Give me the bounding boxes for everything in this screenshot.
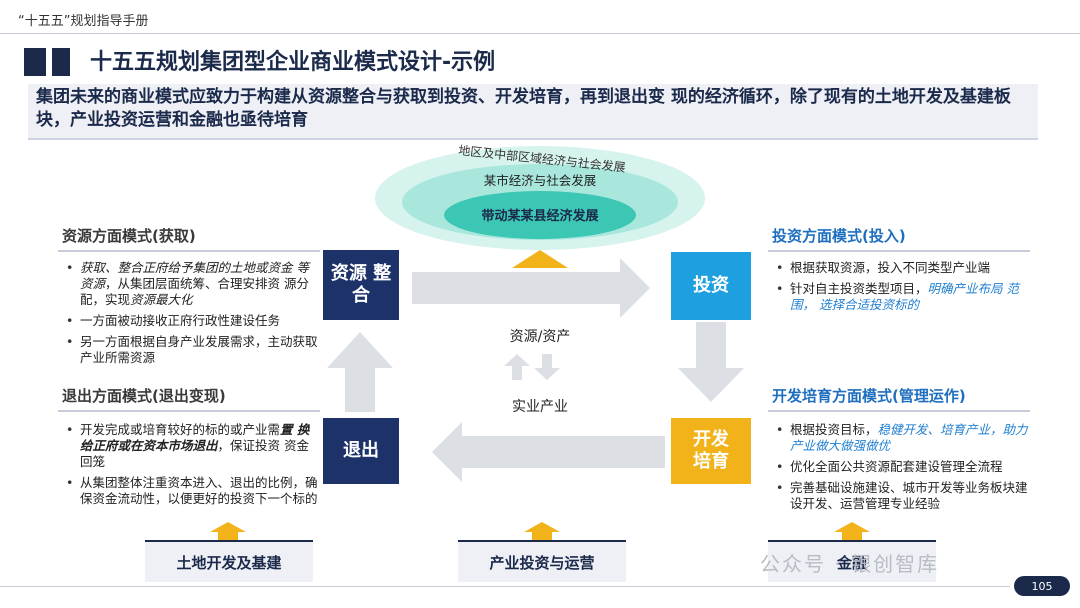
invest-box: 投资 [671, 252, 751, 320]
bullet-text: 开发完成或培育较好的标的或产业需 [80, 422, 281, 437]
watermark: 公众号 · 银创智库 [760, 552, 940, 576]
develop-box: 开发 培育 [671, 418, 751, 484]
ellipse-middle-label: 某市经济与社会发展 [483, 173, 597, 188]
right-bottom-section-title: 开发培育方面模式(管理运作) [772, 387, 966, 405]
small-up-arrow [504, 354, 530, 380]
emphasis-text: 资源最大化 [130, 292, 193, 307]
up-arrow-bottom-3 [834, 522, 870, 540]
center-label-industry: 实业产业 [512, 399, 568, 415]
arrow-invest-to-develop [678, 322, 744, 402]
subtitle-banner [28, 84, 1038, 140]
bullet-item: 根据获取资源，投入不同类型产业端 [772, 260, 1030, 276]
left-bottom-section-title: 退出方面模式(退出变现) [62, 387, 226, 405]
arrow-resource-to-invest [412, 258, 650, 318]
section-divider [768, 410, 1030, 412]
bullet-item: 从集团整体注重资本进入、退出的比例，确保资金流动性，以便更好的投资下一个标的 [62, 475, 318, 507]
header-divider [0, 33, 1080, 34]
resource-integration-box: 资源 整合 [323, 250, 399, 320]
bottom-box-finance: 金融 [768, 540, 936, 582]
bullet-item: 针对自主投资类型项目，明确产业布局 范围， 选择合适投资标的 [772, 281, 1030, 313]
up-arrow-bottom-2 [524, 522, 560, 540]
bullet-text: ，保证投资 资金回笼 [80, 438, 309, 469]
right-bottom-bullets: 根据投资目标，稳健开发、培育产业，助力产业做大做强做优 优化全面公共资源配套建设… [772, 422, 1030, 517]
bullet-item: 优化全面公共资源配套建设管理全流程 [772, 459, 1030, 475]
title-bar-block [52, 48, 70, 76]
left-bottom-bullets: 开发完成或培育较好的标的或产业需置 换给正府或在资本市场退出，保证投资 资金回笼… [62, 422, 318, 512]
page-title: 十五五规划集团型企业商业模式设计-示例 [90, 50, 496, 75]
ellipse-inner-label: 带动某某县经济发展 [481, 209, 599, 224]
page-number: 105 [1014, 576, 1070, 596]
section-divider [58, 250, 320, 252]
emphasis-text: 明确产业布局 范围， 选择合适投资标的 [790, 281, 1019, 312]
bottom-box-land: 土地开发及基建 [145, 540, 313, 582]
inner-ellipse [444, 191, 636, 239]
center-label-assets: 资源/资产 [509, 329, 571, 345]
up-arrow-bottom-1 [210, 522, 246, 540]
up-arrow-ellipse [512, 250, 568, 268]
right-top-section-title: 投资方面模式(投入) [772, 227, 906, 245]
arrow-exit-to-resource [327, 332, 393, 412]
bullet-item: 一方面被动接收正府行政性建设任务 [62, 313, 318, 329]
right-top-bullets: 根据获取资源，投入不同类型产业端 针对自主投资类型项目，明确产业布局 范围， 选… [772, 260, 1030, 318]
bullet-item: 完善基础设施建设、城市开发等业务板块建设开发、运营管理专业经验 [772, 480, 1030, 512]
page-subtitle: 集团未来的商业模式应致力于构建从资源整合与获取到投资、开发培育，再到退出变 现的… [36, 87, 1011, 130]
bullet-item: 根据投资目标，稳健开发、培育产业，助力产业做大做强做优 [772, 422, 1030, 454]
document-header: “十五五”规划指导手册 [18, 14, 149, 29]
small-down-arrow [534, 354, 560, 380]
section-divider [58, 410, 320, 412]
bottom-box-industry: 产业投资与运营 [458, 540, 626, 582]
bullet-item: 获取、整合正府给予集团的土地或资金 等资源，从集团层面统筹、合理安排资 源分配，… [62, 260, 318, 308]
bullet-text: ，从集团层面统筹、合理安排资 源分配，实现 [80, 276, 309, 307]
emphasis-text: 置 换给正府或在资本市场退出 [80, 422, 310, 453]
bullet-text: 针对自主投资类型项目， [790, 281, 928, 296]
bullet-item: 开发完成或培育较好的标的或产业需置 换给正府或在资本市场退出，保证投资 资金回笼 [62, 422, 318, 470]
emphasis-text: 稳健开发、培育产业，助力产业做大做强做优 [790, 422, 1028, 453]
section-divider [768, 250, 1030, 252]
left-top-bullets: 获取、整合正府给予集团的土地或资金 等资源，从集团层面统筹、合理安排资 源分配，… [62, 260, 318, 371]
title-bar-block [24, 48, 46, 76]
footer-divider [0, 586, 1010, 587]
bullet-text: 根据投资目标， [790, 422, 878, 437]
arrow-develop-to-exit [432, 422, 665, 482]
emphasis-text: 获取、整合正府给予集团的土地或资金 等资源 [80, 260, 309, 291]
bullet-item: 另一方面根据自身产业发展需求，主动获取产业所需资源 [62, 334, 318, 366]
exit-box: 退出 [323, 418, 399, 484]
left-top-section-title: 资源方面模式(获取) [62, 227, 196, 245]
